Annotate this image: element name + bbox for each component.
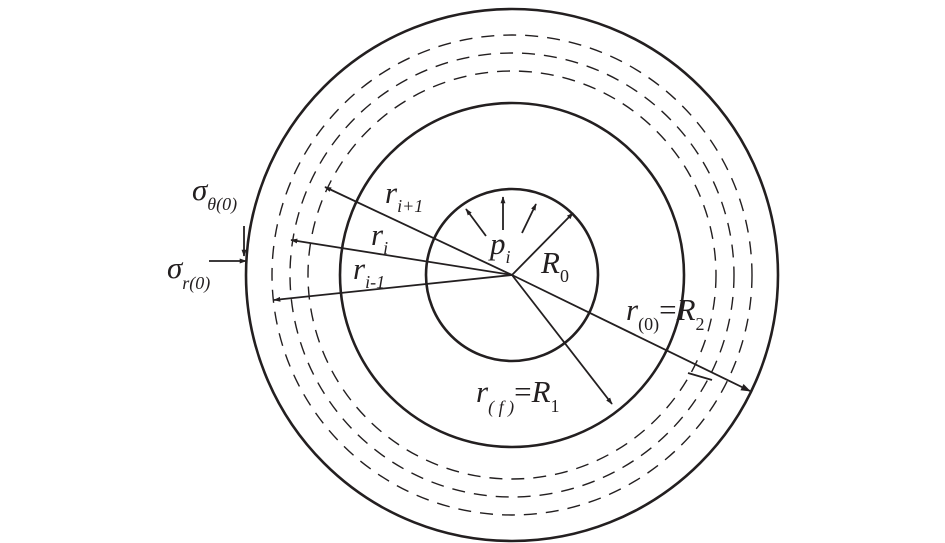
radius-arrow-r-i bbox=[290, 238, 513, 276]
label-rf-equals-R1: r( f )=R1 bbox=[476, 374, 560, 418]
label-sigma-theta-0: σθ(0) bbox=[192, 172, 237, 215]
radius-arrow-R1 bbox=[511, 274, 613, 405]
label-R0: R0 bbox=[540, 245, 569, 286]
radius-arrow-r-i-minus-1 bbox=[273, 274, 513, 302]
radius-arrow-R2 bbox=[511, 274, 751, 392]
dashed-ring-middle bbox=[289, 52, 735, 498]
label-r-i-minus-1: ri-1 bbox=[353, 251, 385, 292]
label-sigma-r-0: σr(0) bbox=[167, 250, 210, 294]
label-r0-equals-R2: r(0)=R2 bbox=[626, 292, 705, 335]
plastic-zone-circle bbox=[338, 101, 686, 449]
R2-tick-mark bbox=[687, 372, 713, 381]
label-r-i-plus-1: ri+1 bbox=[385, 175, 423, 216]
dashed-ring-outer bbox=[271, 34, 753, 516]
dashed-ring-inner bbox=[307, 70, 717, 480]
radius-arrow-R0 bbox=[511, 212, 574, 276]
label-r-i: ri bbox=[371, 217, 388, 258]
inner-cavity-circle bbox=[424, 187, 600, 363]
outer-boundary-circle bbox=[244, 7, 780, 543]
label-p-i: pi bbox=[488, 226, 511, 267]
internal-pressure-arrows bbox=[465, 196, 537, 237]
radius-arrow-r-i-plus-1 bbox=[324, 186, 513, 276]
